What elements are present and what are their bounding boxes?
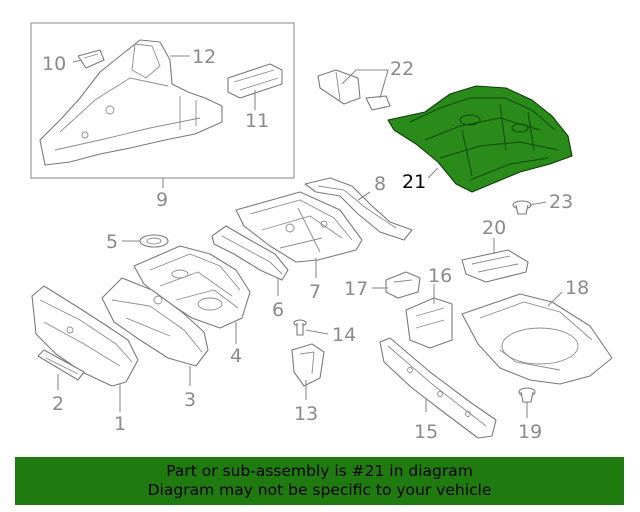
part-10[interactable] xyxy=(77,49,105,69)
callout-labels: 10 12 11 9 22 21 23 8 7 6 5 4 3 1 2 14 1… xyxy=(42,46,589,443)
part-16[interactable] xyxy=(405,297,453,349)
part-3[interactable] xyxy=(101,277,209,367)
part-12[interactable] xyxy=(39,39,223,166)
callout-15: 15 xyxy=(414,421,438,443)
callout-8: 8 xyxy=(374,173,386,195)
callout-19: 19 xyxy=(518,421,542,443)
part-22[interactable] xyxy=(317,69,391,111)
info-banner: Part or sub-assembly is #21 in diagram D… xyxy=(15,457,624,505)
callout-10: 10 xyxy=(42,53,66,75)
part-7[interactable] xyxy=(235,191,363,263)
callout-17: 17 xyxy=(344,278,368,300)
callout-2: 2 xyxy=(52,393,64,415)
part-17[interactable] xyxy=(385,271,421,299)
callout-13: 13 xyxy=(294,403,318,425)
leader-lines xyxy=(57,55,563,418)
callout-6: 6 xyxy=(272,299,284,321)
part-11[interactable] xyxy=(227,63,283,99)
part-15[interactable] xyxy=(379,337,497,439)
callout-3: 3 xyxy=(184,389,196,411)
part-4[interactable] xyxy=(133,245,251,329)
callout-12: 12 xyxy=(192,46,216,68)
part-2[interactable] xyxy=(37,349,85,381)
banner-line-1: Part or sub-assembly is #21 in diagram xyxy=(166,462,473,480)
callout-18: 18 xyxy=(565,277,589,299)
callout-1: 1 xyxy=(114,413,126,435)
callout-20: 20 xyxy=(482,217,506,239)
part-6[interactable] xyxy=(211,225,289,281)
callout-4: 4 xyxy=(230,345,242,367)
part-8[interactable] xyxy=(304,177,413,241)
part-5[interactable] xyxy=(139,234,169,248)
part-13[interactable] xyxy=(291,343,325,387)
part-14[interactable] xyxy=(293,319,307,336)
part-19[interactable] xyxy=(518,387,536,403)
banner-line-2: Diagram may not be specific to your vehi… xyxy=(147,481,492,499)
callout-11: 11 xyxy=(245,110,269,132)
part-18[interactable] xyxy=(461,293,613,385)
part-1[interactable] xyxy=(31,285,139,387)
callout-9: 9 xyxy=(156,189,168,211)
callout-14: 14 xyxy=(332,324,356,346)
callout-5: 5 xyxy=(106,231,118,253)
callout-21: 21 xyxy=(402,171,426,193)
callout-22: 22 xyxy=(390,58,414,80)
part-23[interactable] xyxy=(512,200,532,215)
callout-7: 7 xyxy=(309,281,321,303)
callout-16: 16 xyxy=(428,265,452,287)
part-21-highlighted[interactable] xyxy=(387,85,573,193)
callout-23: 23 xyxy=(549,191,573,213)
parts-diagram: 10 12 11 9 22 21 23 8 7 6 5 4 3 1 2 14 1… xyxy=(30,22,613,443)
part-20[interactable] xyxy=(461,249,529,283)
